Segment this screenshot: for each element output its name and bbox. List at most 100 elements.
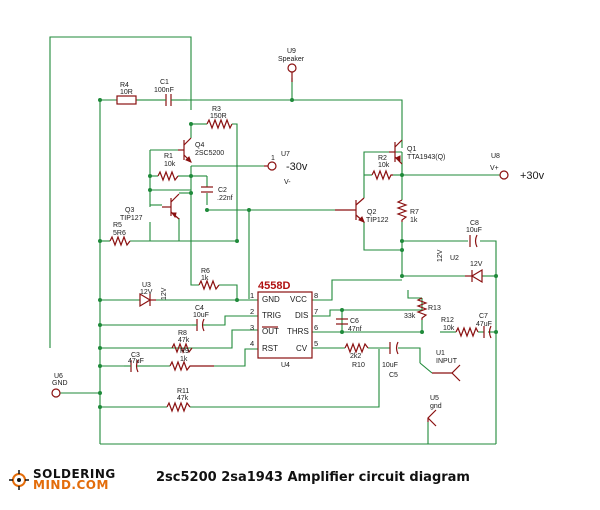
u6-ref: U6 [54,373,63,380]
q1-ref: Q1 [407,146,416,153]
u7-pin: 1 [271,155,275,162]
u8-sign: V+ [490,165,499,172]
ic-pin-cv: CV [296,344,308,353]
u2-ref: U2 [450,255,459,262]
transistor-q3: Q3 TIP127 [120,193,180,222]
u3-v2: 12V [140,289,153,296]
capacitor-c8: C8 10uF [466,220,482,248]
capacitor-c1: C1 100nF [150,79,187,106]
resistor-r8: R8 47k [171,330,193,354]
c3-value: 47uF [128,358,144,365]
r6-value: 1k [201,275,209,282]
resistor-r11: R11 47k [166,388,191,413]
u7-sign: V- [284,179,291,186]
q2-value: TIP122 [366,217,389,224]
ic-ref: U4 [281,362,290,369]
ic-pin-thrs: THRS [287,327,309,336]
r11-ref: R11 [177,388,189,395]
c6-value: 47nf [348,326,362,333]
r13-value: 33k [404,313,416,320]
u3-ref: U3 [142,282,151,289]
c7-value: 47uF [476,321,492,328]
c4-ref: C4 [195,305,204,312]
wires [49,36,500,445]
r12-value: 10k [443,325,455,332]
r7-ref: R7 [410,209,419,216]
c1-value: 100nF [154,87,174,94]
logo-line1: SOLDERING [33,467,116,481]
resistor-r7: R7 1k [396,199,419,224]
q1-value: TTA1943(Q) [407,154,445,161]
capacitor-c7: C7 47uF [476,313,492,339]
q4-value: 2SC5200 [195,150,224,157]
speaker-u9: U9 Speaker [278,48,305,82]
resistor-r6: R6 1k [198,268,220,291]
resistor-r10: 2k2 R10 [344,342,369,369]
logo-line2: MIND.COM [33,478,109,492]
ic-pin8-num: 8 [314,291,318,300]
ic-pin5-num: 5 [314,339,318,348]
r10-ref: R10 [352,362,365,369]
u2-v1: 12V [437,249,444,262]
r9-value: 1k [180,356,188,363]
ic-name: 4558D [258,280,290,292]
c1-ref: C1 [160,79,169,86]
r6-ref: R6 [201,268,210,275]
junctions [98,98,498,409]
u3-v1: 12V [161,287,168,300]
resistor-r9: R9 1k [169,348,214,372]
transistor-q1: Q1 TTA1943(Q) [389,139,445,165]
r4-ref: R4 [120,82,129,89]
resistor-r1: R1 10k [157,153,179,182]
ground-u5: U5 gnd [427,395,442,427]
r1-ref: R1 [164,153,173,160]
supply-u7: U7 1 -30v V- [264,151,308,186]
input-u1: U1 INPUT [432,350,461,382]
c7-ref: C7 [479,313,488,320]
u7-ref: U7 [281,151,290,158]
ic-pin-gnd: GND [262,295,280,304]
r4-value: 10R [120,89,133,96]
r13-ref: R13 [428,305,441,312]
ic-pin-dis: DIS [295,311,308,320]
c5-value: 10uF [382,362,398,369]
u8-ref: U8 [491,153,500,160]
capacitor-c5: 10uF C5 [382,341,399,379]
r12-ref: R12 [441,317,454,324]
c3-ref: C3 [131,352,140,359]
r3-ref: R3 [212,106,221,113]
q3-value: TIP127 [120,215,143,222]
capacitor-c4: C4 10uF [192,305,210,332]
ic-pin-out: OUT [262,327,279,336]
r8-value: 47k [178,337,190,344]
r5-value: 5R6 [113,230,126,237]
ic-pin2-num: 2 [250,307,254,316]
ic-pin3-num: 3 [250,323,254,332]
r9-ref: R9 [180,348,189,355]
u2-v2: 12V [470,261,483,268]
caption: 2sc5200 2sa1943 Amplifier circuit diagra… [156,470,470,485]
ic-pin1-num: 1 [250,291,254,300]
ic-pin-trig: TRIG [262,311,281,320]
transistor-q4: Q4 2SC5200 [178,137,224,163]
r2-ref: R2 [378,155,387,162]
u1-value: INPUT [436,358,458,365]
u9-ref: U9 [287,48,296,55]
logo: SOLDERING MIND.COM [8,467,116,492]
u9-value: Speaker [278,56,305,63]
r3-value: 150R [210,113,227,120]
r8-ref: R8 [178,330,187,337]
c2-value: .22nf [217,195,233,202]
c2-ref: C2 [218,187,227,194]
resistor-r13: R13 33k [404,297,441,320]
u7-value: -30v [286,161,308,173]
ic-pin-rst: RST [262,344,278,353]
ic-pin7-num: 7 [314,307,318,316]
resistor-r2: R2 10k [371,155,393,181]
capacitor-c6: C6 47nf [336,318,362,333]
u8-value: +30v [520,170,545,182]
u6-value: GND [52,380,68,387]
q3-ref: Q3 [125,207,134,214]
c5-ref: C5 [389,372,398,379]
c8-ref: C8 [470,220,479,227]
